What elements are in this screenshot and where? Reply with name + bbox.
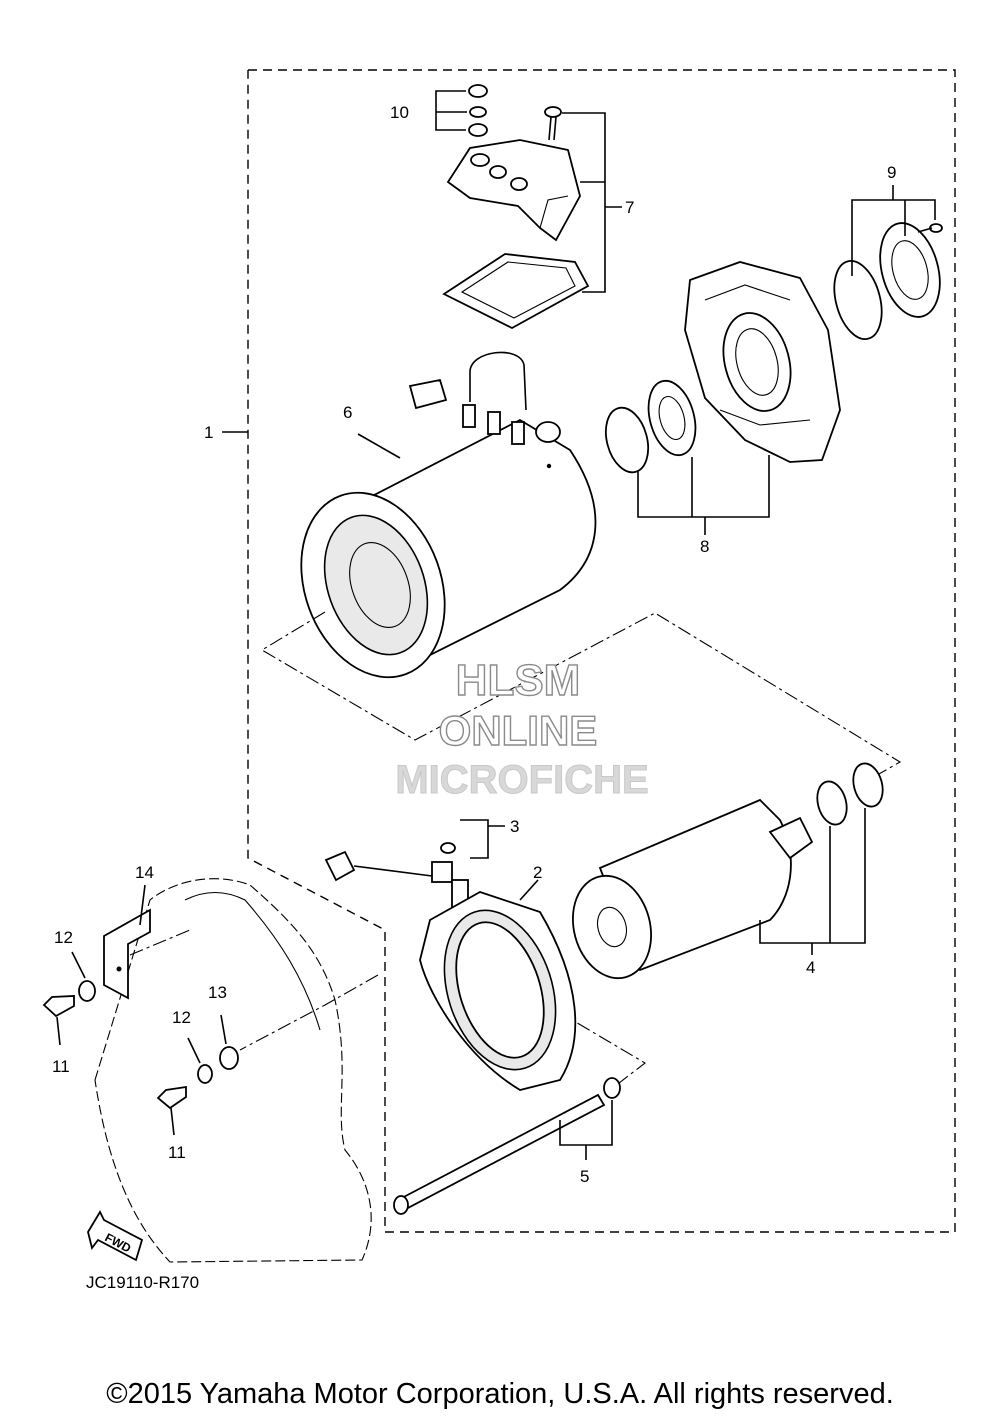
callout-11-lower: 11 (168, 1143, 186, 1162)
alignment-line-upper (260, 611, 902, 779)
diagram-part-code: JC19110-R170 (86, 1273, 199, 1292)
callout-8: 8 (700, 537, 709, 556)
callout-10: 10 (390, 103, 409, 122)
parts-exploded-diagram: FWD 1 2 3 4 5 6 7 8 9 10 11 12 13 14 12 … (42, 69, 956, 1292)
watermark-line-2: ONLINE (439, 707, 598, 754)
callout-14: 14 (135, 863, 154, 882)
part-6-yoke (300, 351, 597, 679)
alignment-line-bolt (239, 974, 379, 1051)
callout-2: 2 (533, 863, 542, 882)
callout-12-upper: 12 (54, 928, 73, 947)
part-12-washer-lower (187, 1037, 213, 1084)
engine-phantom-outline (94, 878, 372, 1263)
part-12-washer-upper (71, 951, 96, 1002)
part-2-rear-bracket (419, 879, 577, 1091)
watermark-line-3: MICROFICHE (395, 758, 648, 802)
callout-4: 4 (806, 958, 815, 977)
part-3-speed-sensor (324, 819, 505, 921)
assembly-boundary (247, 69, 956, 1233)
watermark-line-1: HLSM (456, 656, 581, 705)
part-11-bolt-upper (42, 995, 75, 1046)
part-8-bearing-circlip (604, 379, 770, 535)
part-13-washer (219, 1014, 239, 1070)
callout-5: 5 (580, 1167, 589, 1186)
callout-12-lower: 12 (172, 1008, 191, 1027)
callout-9: 9 (887, 163, 896, 182)
front-bracket-housing (684, 261, 841, 463)
part-7-terminal-cover (442, 106, 622, 330)
part-10-nuts-washer (435, 84, 488, 137)
callout-6: 6 (343, 403, 352, 422)
callout-7: 7 (625, 198, 634, 217)
callout-3: 3 (510, 817, 519, 836)
part-9-seal-oring (833, 185, 943, 340)
part-4-armature (572, 762, 884, 980)
callout-11-upper: 11 (52, 1057, 70, 1076)
part-5-through-bolt (393, 1077, 621, 1215)
fwd-arrow-icon: FWD (87, 1210, 144, 1262)
copyright-notice: ©2015 Yamaha Motor Corporation, U.S.A. A… (106, 1378, 894, 1410)
part-14-bracket (103, 884, 151, 1000)
callout-13: 13 (208, 983, 227, 1002)
part-11-bolt-lower (156, 1085, 187, 1136)
callout-1: 1 (204, 423, 213, 442)
alignment-line-bracket (129, 929, 191, 956)
